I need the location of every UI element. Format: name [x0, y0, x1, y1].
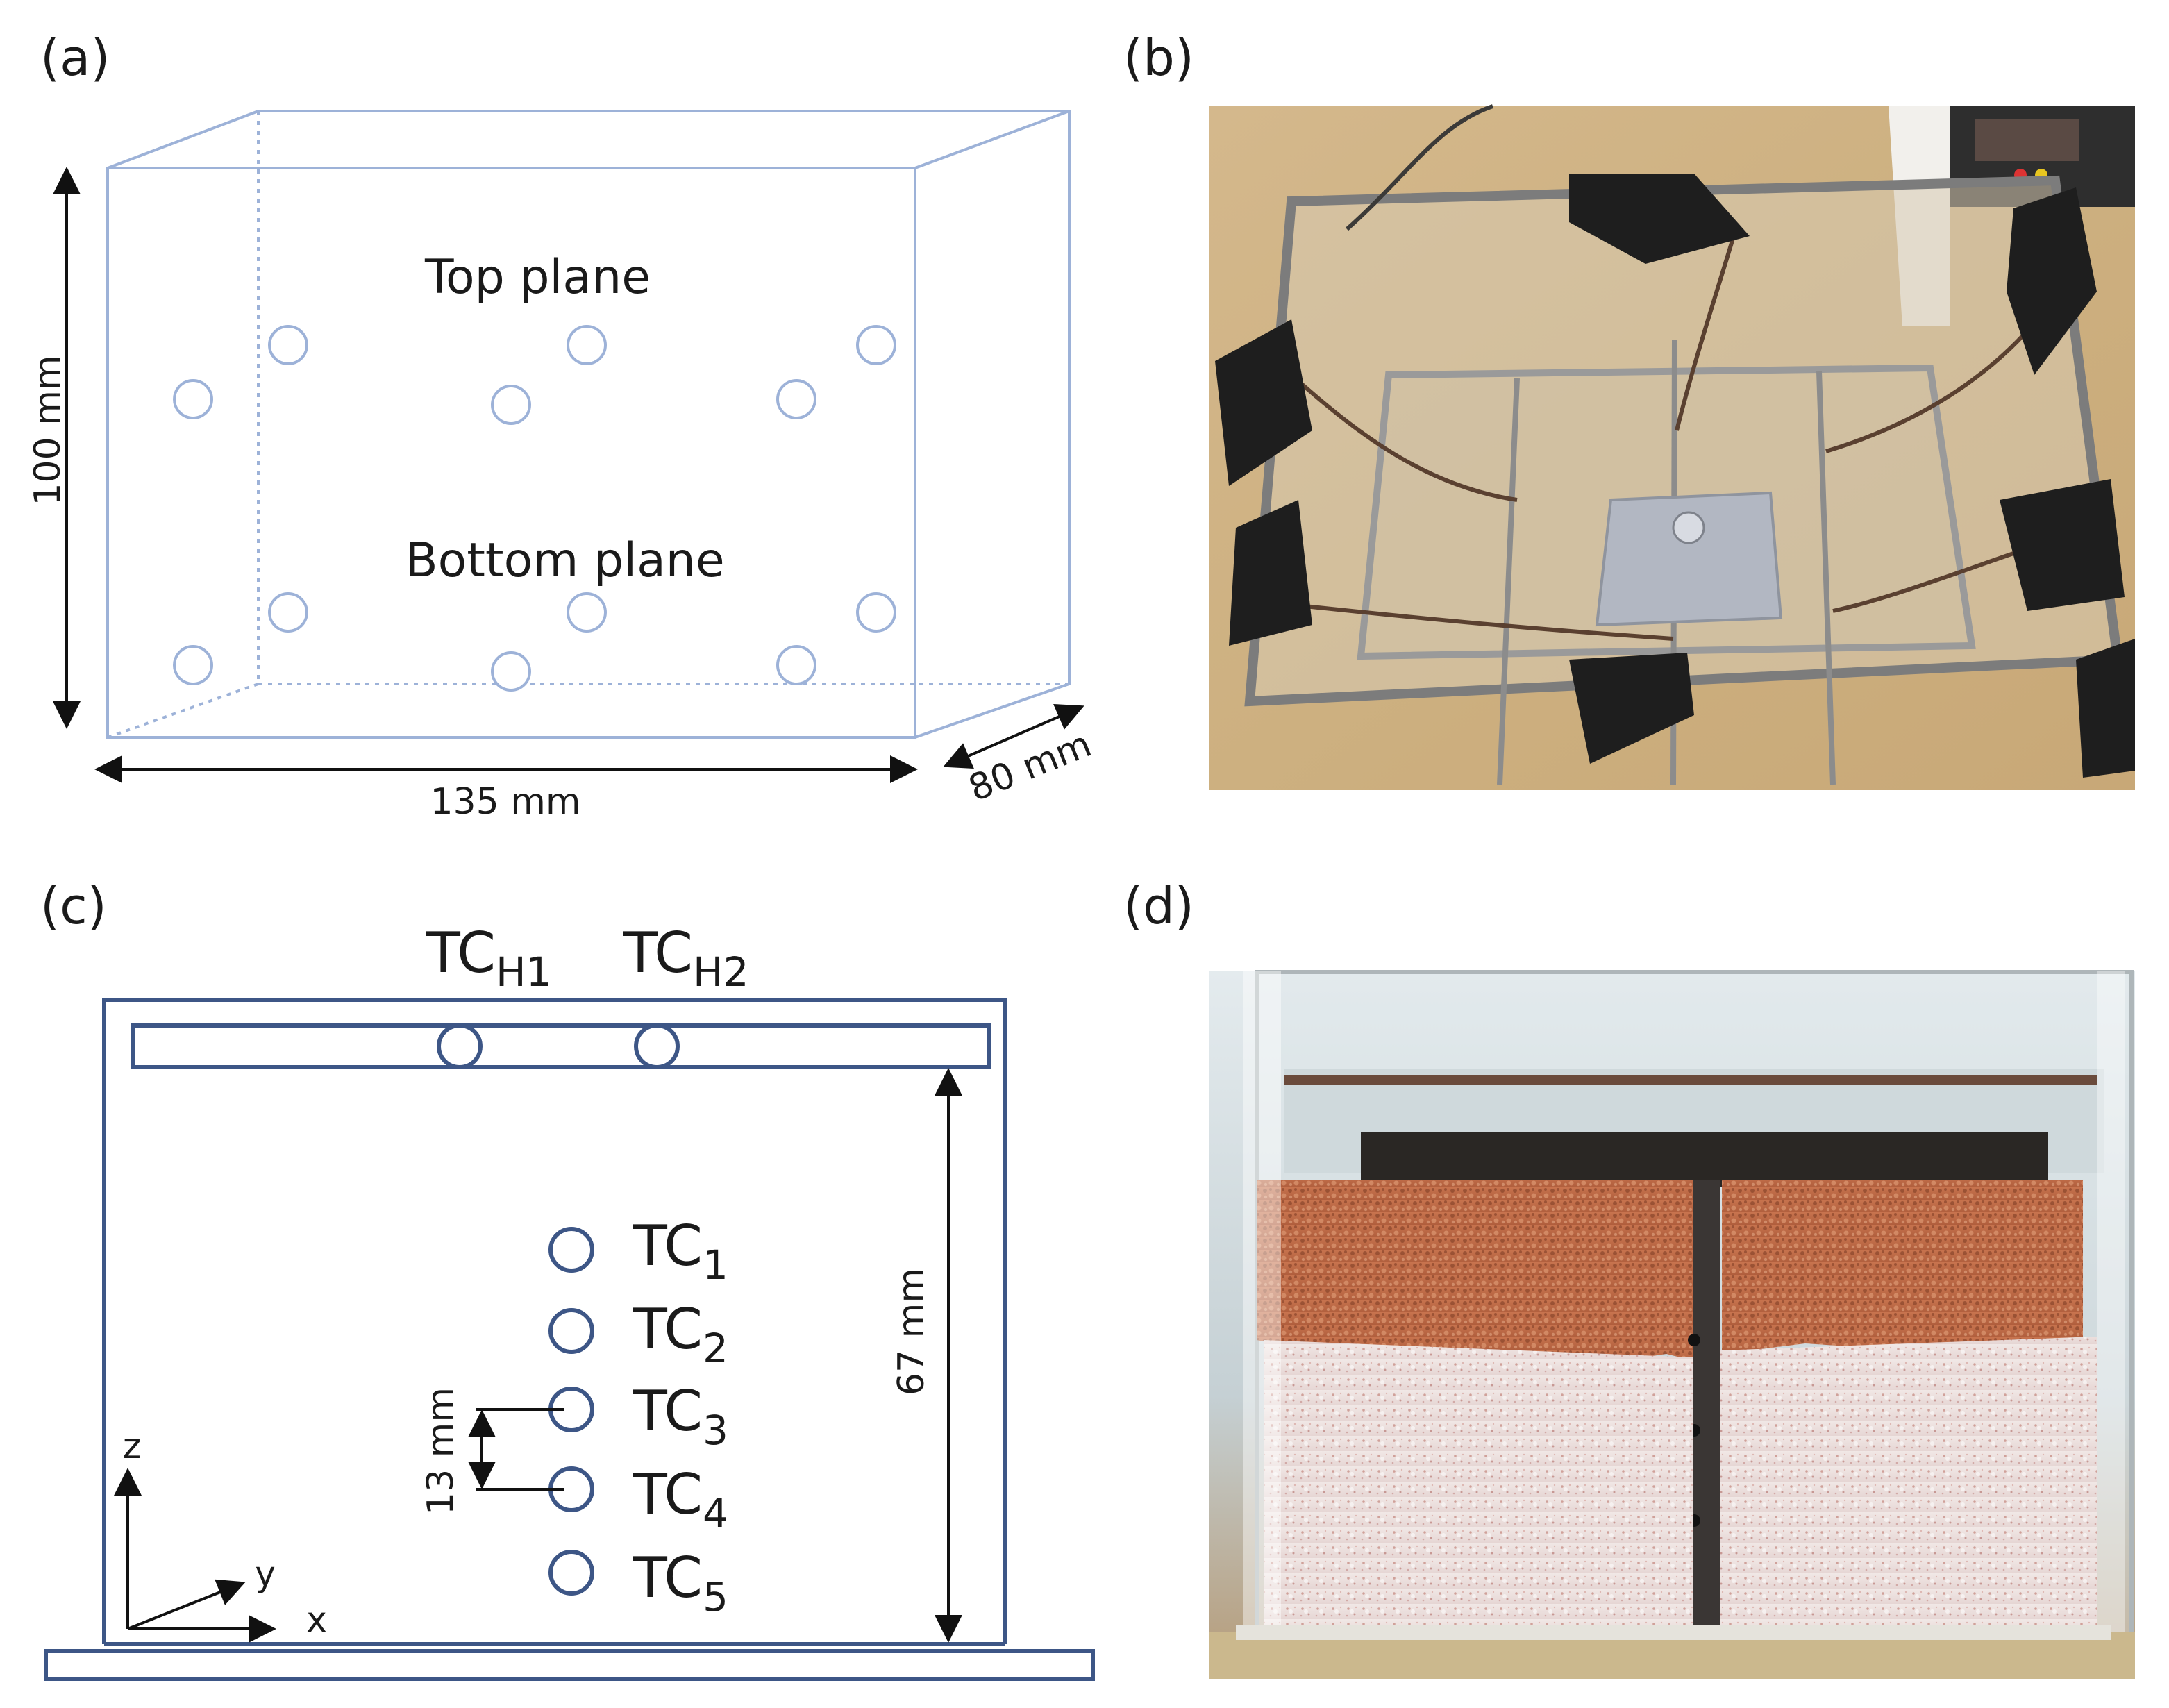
- tc-marker: [268, 592, 308, 633]
- heater-plate: [131, 1023, 991, 1069]
- tc2-label: TC2: [633, 1297, 728, 1372]
- tc-marker: [173, 645, 213, 685]
- tc1-label: TC1: [633, 1214, 728, 1289]
- tc-marker: [491, 385, 531, 425]
- depth-dimension-arrow: [943, 703, 1084, 769]
- spacing-dimension-label: 13 mm: [420, 1387, 462, 1515]
- photo-experimental-box-top: [1209, 104, 2135, 790]
- height-67-dimension-label: 67 mm: [891, 1268, 932, 1396]
- tc-marker: [173, 379, 213, 419]
- box-schematic: [106, 110, 1071, 739]
- tc-marker: [567, 592, 607, 633]
- tc5-marker: [548, 1550, 594, 1596]
- y-axis-label: y: [255, 1554, 276, 1594]
- height-dimension-label: 100 mm: [27, 355, 69, 505]
- tc1-marker: [548, 1227, 594, 1273]
- tc5-label: TC5: [633, 1546, 728, 1621]
- panel-d: (d): [1123, 877, 2135, 1679]
- box-edge-top-left: [107, 110, 259, 169]
- tc4-label: TC4: [633, 1462, 728, 1537]
- panel-b-tag: (b): [1123, 28, 1194, 87]
- tc-marker: [491, 651, 531, 692]
- y-axis: [127, 1579, 246, 1630]
- tc-marker: [856, 592, 896, 633]
- z-axis-label: z: [123, 1426, 141, 1466]
- panel-a: (a) Top plane B: [27, 28, 1097, 823]
- base-plate: [44, 1649, 1095, 1681]
- panel-c-tag: (c): [40, 877, 107, 935]
- container-outline: [102, 998, 1007, 1644]
- tc-marker: [776, 379, 816, 419]
- side-view-schematic: [44, 998, 1095, 1681]
- panel-a-tag: (a): [40, 28, 110, 87]
- tc-h1-label: TCH1: [426, 921, 552, 996]
- tc-h2-marker: [634, 1023, 680, 1069]
- tc2-marker: [548, 1308, 594, 1354]
- panel-c: (c) TCH1 TCH2 TC1 TC2 TC3 TC4 TC5: [40, 877, 1095, 1681]
- box-edge-top-right: [914, 110, 1070, 169]
- coordinate-axes: [114, 1468, 276, 1643]
- box-hidden-depth: [107, 683, 259, 739]
- photo-foam-ice-side-view: [1209, 970, 2135, 1679]
- tc-marker: [268, 325, 308, 365]
- panel-d-tag: (d): [1123, 877, 1194, 935]
- tc3-label: TC3: [633, 1379, 728, 1454]
- tc-marker: [856, 325, 896, 365]
- spacing-dimension: [468, 1408, 564, 1491]
- width-dimension-label: 135 mm: [430, 781, 580, 823]
- thermocouple-positions: [173, 325, 896, 692]
- bottom-plane-label: Bottom plane: [405, 533, 725, 588]
- depth-dimension-label: 80 mm: [963, 723, 1097, 810]
- box-back-edges: [258, 110, 1071, 739]
- tc-marker: [776, 645, 816, 685]
- tc-h1-marker: [437, 1023, 483, 1069]
- top-plane-label: Top plane: [424, 250, 651, 305]
- box-front-face: [106, 167, 916, 739]
- tc-h2-label: TCH2: [623, 921, 749, 996]
- x-axis-label: x: [306, 1600, 327, 1640]
- tc-marker: [567, 325, 607, 365]
- panel-b: (b): [1123, 28, 2135, 790]
